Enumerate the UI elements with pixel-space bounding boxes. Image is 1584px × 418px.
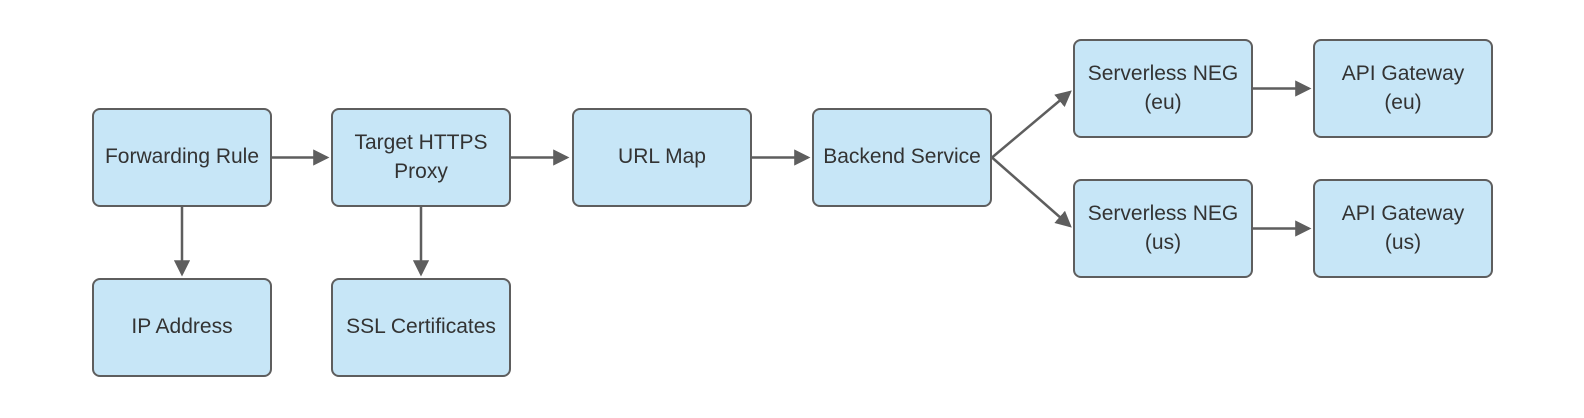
node-label: Backend Service (823, 145, 981, 169)
node-label: Target HTTPS (354, 131, 488, 155)
node-label: Serverless NEG (1087, 202, 1239, 226)
node-label: (us) (1384, 230, 1422, 254)
node-label: Serverless NEG (1087, 62, 1239, 86)
node-serverless-neg-eu: Serverless NEG (eu) (1073, 39, 1253, 138)
node-api-gateway-eu: API Gateway (eu) (1313, 39, 1493, 138)
node-label: Forwarding Rule (104, 145, 260, 169)
node-ssl-certificates: SSL Certificates (331, 278, 511, 377)
node-target-https-proxy: Target HTTPS Proxy (331, 108, 511, 207)
node-label: IP Address (131, 315, 233, 339)
node-api-gateway-us: API Gateway (us) (1313, 179, 1493, 278)
node-ip-address: IP Address (92, 278, 272, 377)
node-label: URL Map (618, 145, 706, 169)
node-label: (us) (1144, 230, 1182, 254)
node-label: API Gateway (1341, 202, 1465, 226)
node-serverless-neg-us: Serverless NEG (us) (1073, 179, 1253, 278)
edge-backend-service-to-serverless-neg-eu (991, 90, 1072, 159)
node-forwarding-rule: Forwarding Rule (92, 108, 272, 207)
node-label: (eu) (1144, 90, 1182, 114)
node-backend-service: Backend Service (812, 108, 992, 207)
node-label: Proxy (394, 159, 448, 183)
edge-backend-service-to-serverless-neg-us (991, 156, 1072, 228)
node-label: (eu) (1384, 90, 1422, 114)
node-url-map: URL Map (572, 108, 752, 207)
node-label: SSL Certificates (346, 315, 496, 339)
node-label: API Gateway (1341, 62, 1465, 86)
